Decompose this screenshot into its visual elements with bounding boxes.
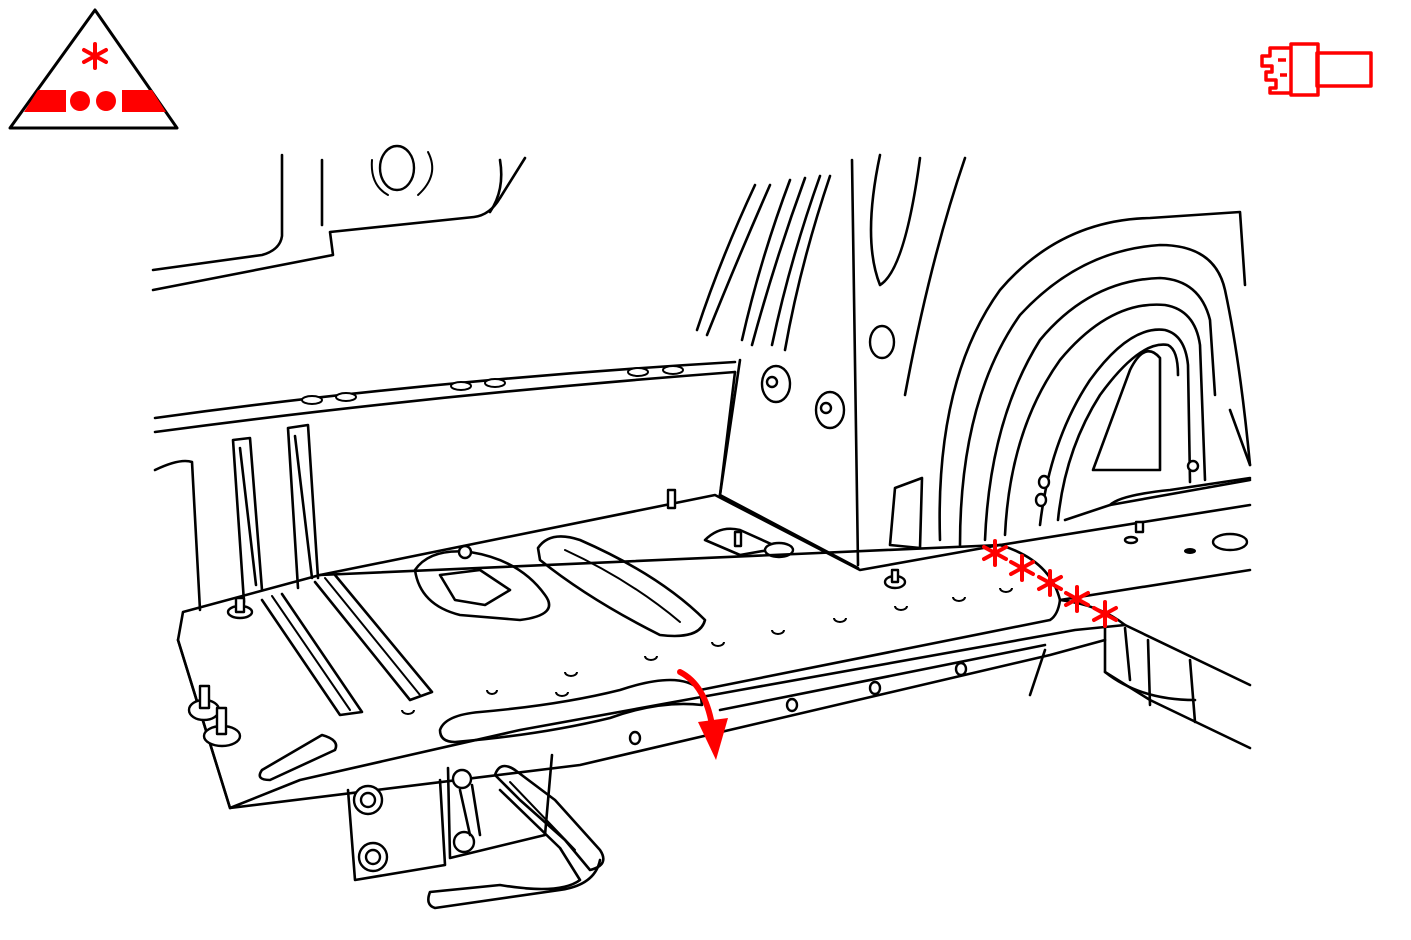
floor-pan (176, 488, 1252, 810)
wheel-arch-panel (695, 153, 1252, 567)
upper-body-panel (151, 144, 527, 292)
spot-weld-asterisk-icon (1037, 569, 1063, 597)
spot-weld-marks (982, 539, 1118, 628)
spot-weld-asterisk-icon (1009, 554, 1035, 582)
rear-wall (153, 360, 737, 612)
spot-weld-asterisk-icon (1064, 585, 1090, 613)
curved-arrow-down-icon (677, 669, 728, 760)
welding-warning-triangle-icon (8, 8, 179, 130)
spot-weld-asterisk-icon (982, 539, 1008, 567)
spot-weld-asterisk-icon (1092, 600, 1118, 628)
lower-bracket (346, 753, 605, 910)
spot-weld-drill-icon (1260, 42, 1373, 97)
